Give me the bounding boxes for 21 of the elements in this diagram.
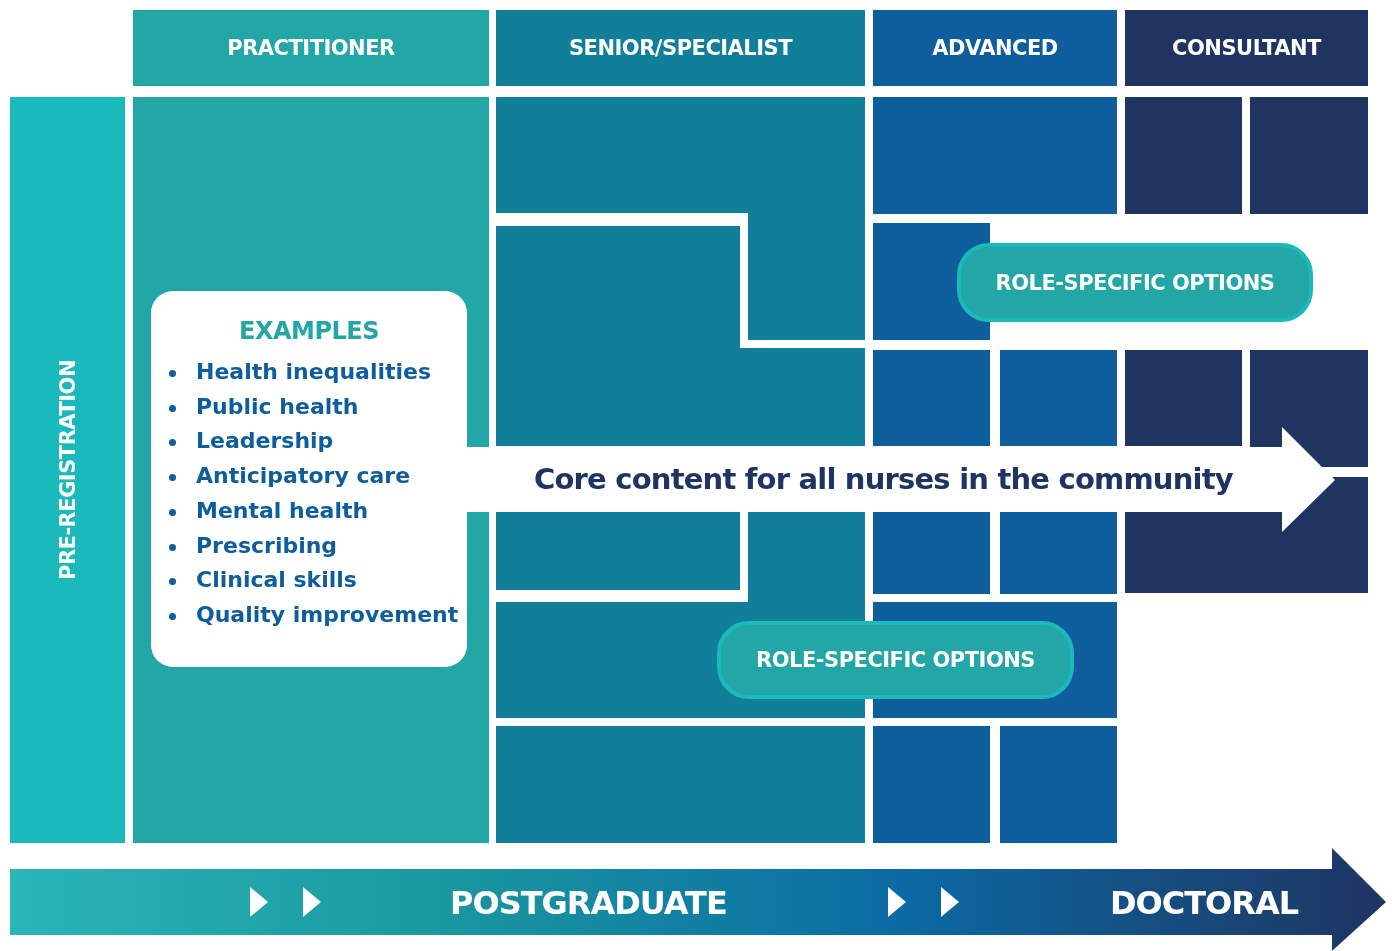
column-header: SENIOR/SPECIALIST [496,10,865,86]
list-item: Prescribing [196,532,338,558]
stage-band [10,97,125,843]
examples-card [151,291,467,667]
banner-text: Core content for all nurses in the community [534,462,1233,496]
option-pill: ROLE-SPECIFIC OPTIONS [957,243,1313,322]
list-item: Leadership [196,428,334,454]
stage-label: POSTGRADUATE [450,884,727,922]
option-pill: ROLE-SPECIFIC OPTIONS [717,621,1074,699]
list-item: Anticipatory care [196,463,411,489]
list-item: Public health [196,393,359,419]
list-item: Health inequalities [196,359,432,384]
card-heading: EXAMPLES [238,317,380,345]
stage-label: DOCTORAL [1110,884,1299,922]
column-header: ADVANCED [873,10,1117,86]
list-item: Mental health [196,497,369,523]
column-header: PRACTITIONER [133,10,489,86]
column-header: CONSULTANT [1125,10,1368,86]
band-label: PRE-REGISTRATION [55,360,80,580]
list-item: Quality improvement [196,601,459,627]
list-item: Clinical skills [196,567,357,593]
